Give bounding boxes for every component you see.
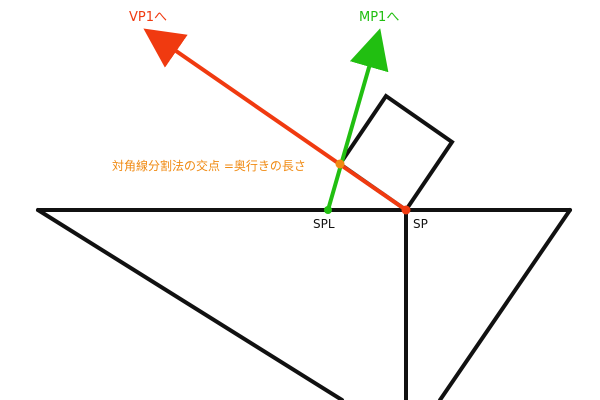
mp1-green-line — [326, 28, 389, 212]
mp1-label: MP1へ — [359, 10, 399, 25]
spl-label: SPL — [313, 217, 335, 231]
vp1-label: VP1へ — [129, 10, 167, 25]
spl-point — [324, 206, 332, 214]
right-diagonal-line — [438, 208, 572, 400]
sp-point — [401, 205, 411, 215]
sp-label: SP — [413, 217, 428, 231]
left-diagonal-line — [36, 208, 344, 400]
vp1-red-line — [143, 28, 408, 212]
diagonal-note-label: 対角線分割法の交点 =奥行きの長さ — [112, 158, 306, 173]
intersection-point — [335, 159, 345, 169]
